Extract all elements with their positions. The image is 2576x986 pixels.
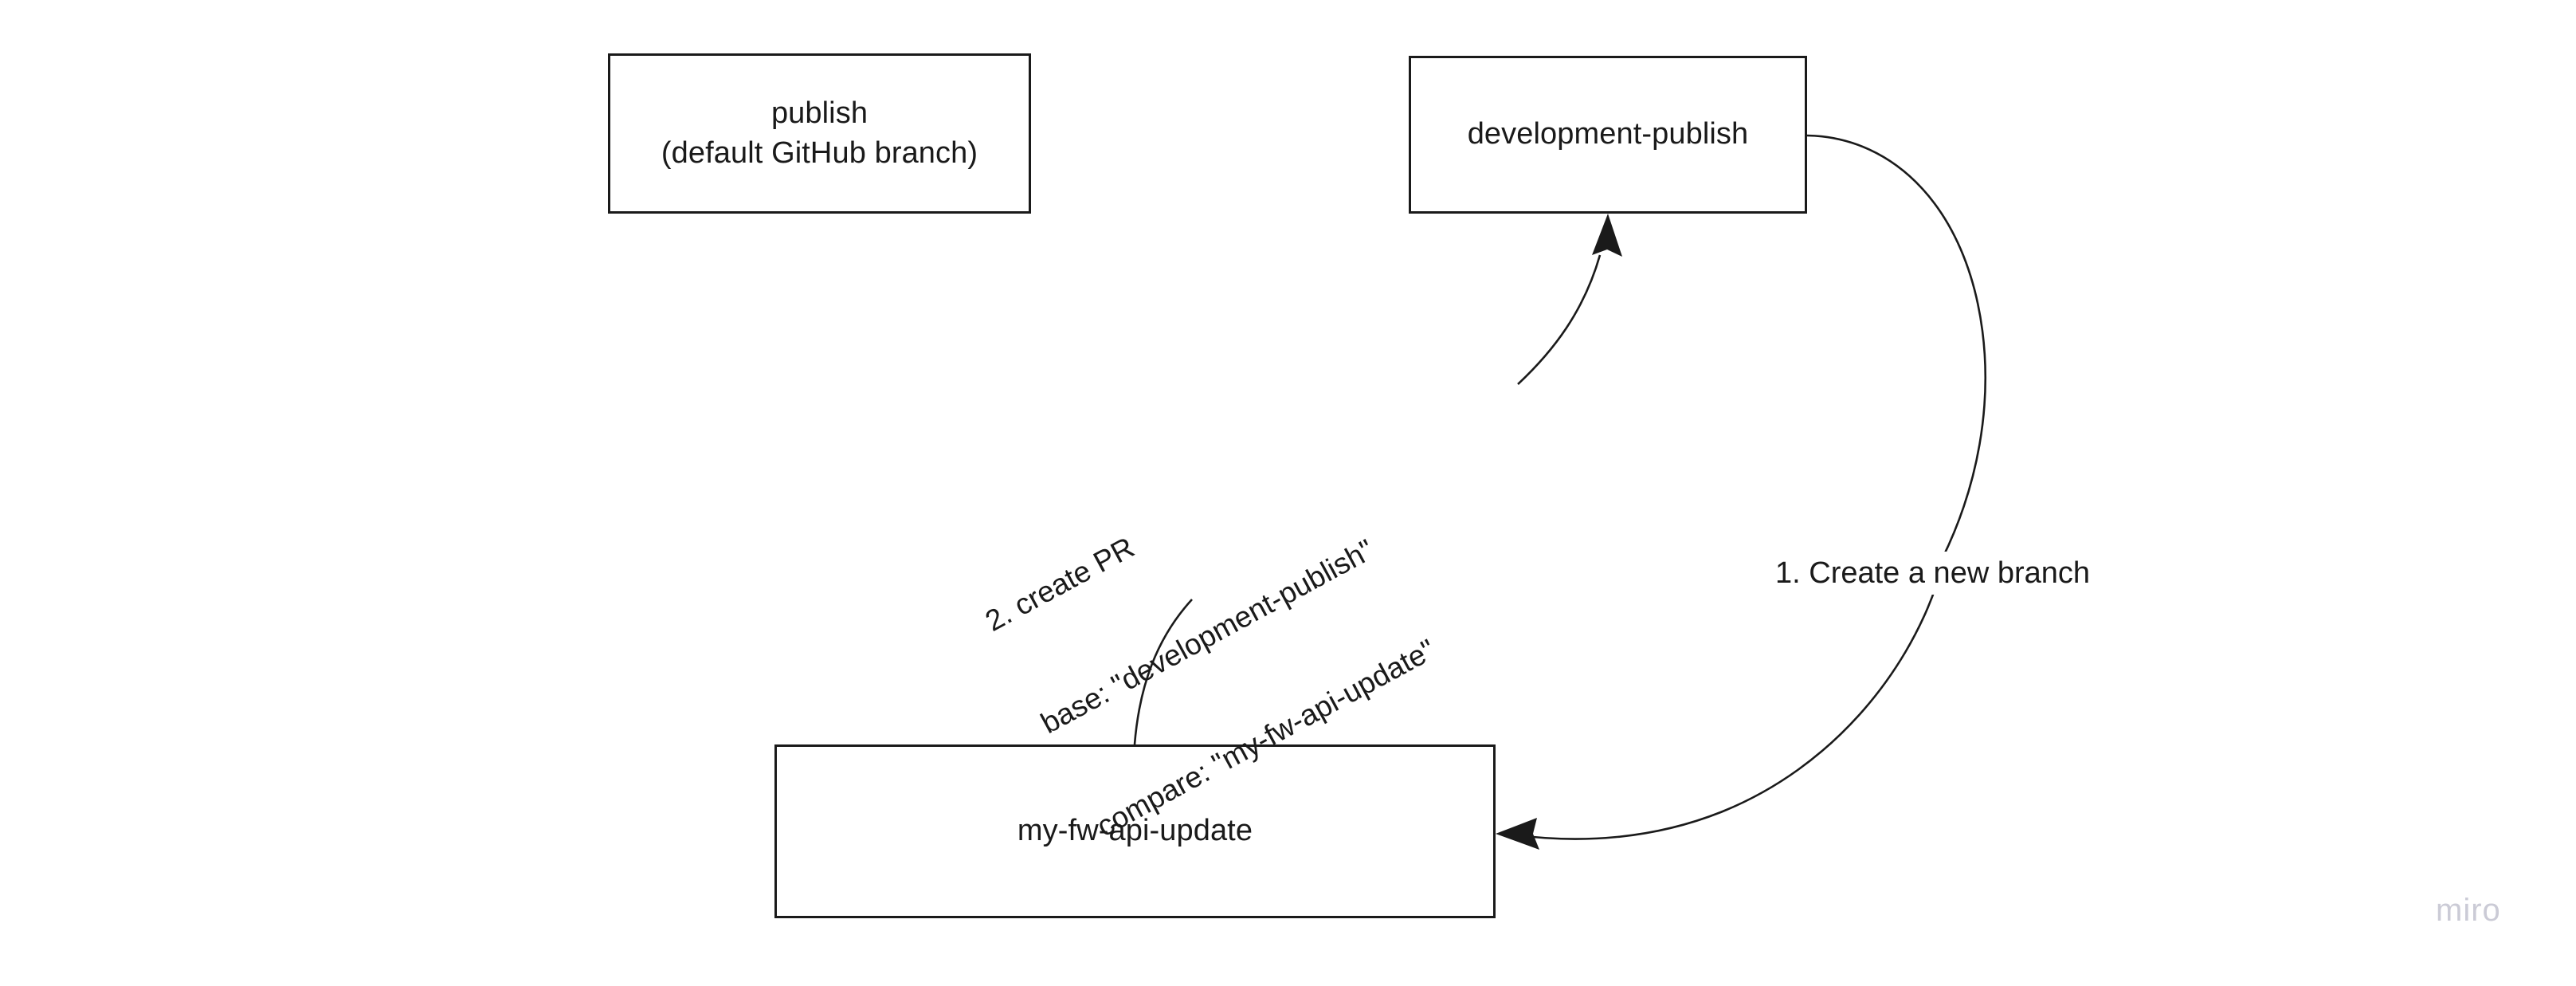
miro-watermark: miro (2436, 893, 2501, 928)
node-publish-label: publish (default GitHub branch) (661, 96, 978, 170)
edge-create-pr-arrowhead (1592, 214, 1622, 257)
node-publish[interactable]: publish (default GitHub branch) (608, 53, 1031, 214)
node-development-publish[interactable]: development-publish (1409, 56, 1807, 214)
edge-create-branch (1496, 134, 1987, 850)
node-development-publish-label: development-publish (1467, 117, 1749, 151)
edge-label-create-branch[interactable]: 1. Create a new branch (1772, 552, 2097, 595)
node-my-fw-api-update-label: my-fw-api-update (1017, 814, 1253, 848)
edge-create-pr-path-upper (1517, 254, 1602, 385)
edge-create-branch-arrowhead (1496, 818, 1539, 850)
node-my-fw-api-update[interactable]: my-fw-api-update (774, 744, 1496, 918)
edge-create-branch-path-lower (1517, 585, 1938, 840)
edge-create-branch-path-upper (1806, 134, 1987, 559)
